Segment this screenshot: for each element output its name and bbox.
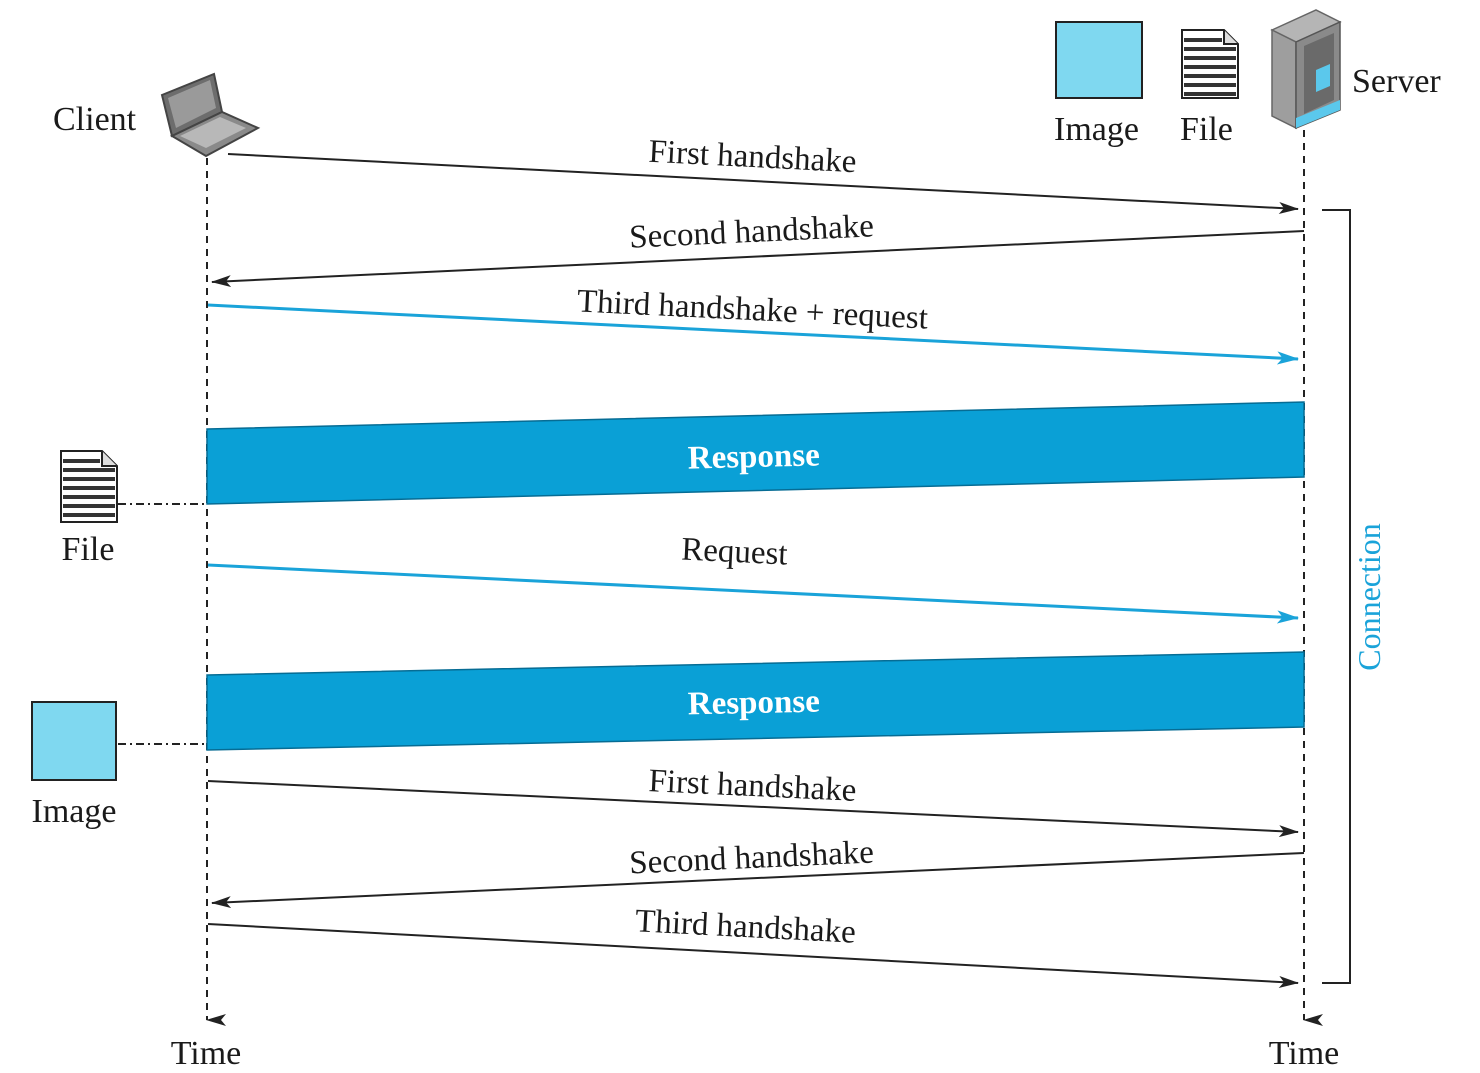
close-third-handshake-label: Third handshake [634,903,856,951]
third-handshake-request-arrow [207,303,1300,365]
connection-bracket [1322,209,1351,984]
request-arrow [207,563,1300,624]
received-file-icon [60,450,118,523]
close-third-handshake-arrow [207,923,1299,988]
server-image-icon [1055,21,1143,99]
response-image-label: Response [687,684,820,723]
request-label: Request [681,532,789,573]
client-label: Client [53,101,137,138]
server-file-icon [1181,29,1239,99]
response-band-image [206,651,1305,751]
third-handshake-request-label: Third handshake + request [576,283,929,336]
server-image-label: Image [1054,111,1139,148]
close-second-handshake-arrow [211,852,1305,909]
first-handshake-arrow [227,153,1299,215]
server-time-label: Time [1269,1035,1340,1072]
server-tower-icon [1270,9,1342,130]
first-handshake-label: First handshake [648,134,858,180]
close-first-handshake-arrow [207,780,1299,838]
close-first-handshake-label: First handshake [648,763,858,809]
response-band-file [206,401,1305,505]
laptop-icon [160,72,261,158]
connection-label: Connection [1351,523,1387,671]
response-file-label: Response [687,437,820,476]
server-label: Server [1352,63,1441,100]
server-file-label: File [1180,111,1233,148]
received-image-label: Image [32,793,117,830]
received-image-icon [31,701,117,781]
second-handshake-label: Second handshake [628,208,874,255]
client-time-label: Time [171,1035,242,1072]
second-handshake-arrow [211,230,1305,288]
received-file-label: File [62,531,115,568]
